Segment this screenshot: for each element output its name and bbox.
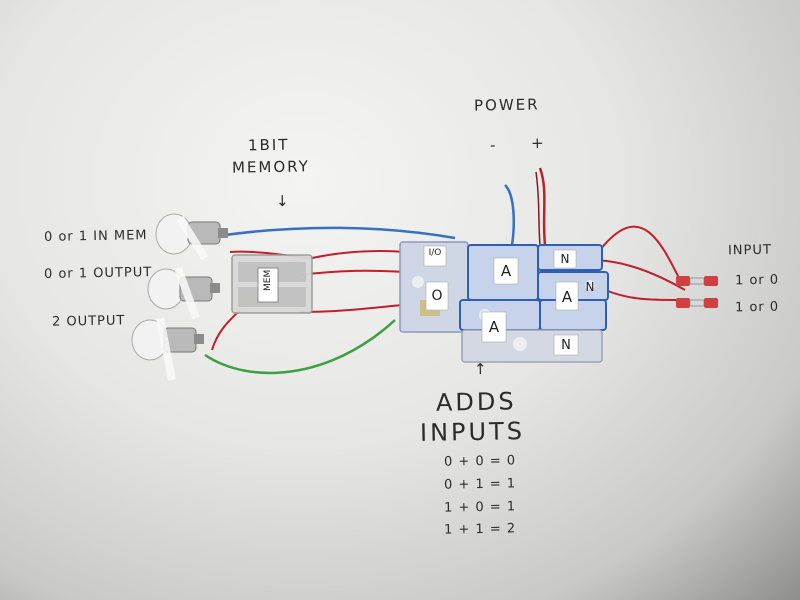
label-input-opt2: 1 or 0 xyxy=(734,299,780,316)
label-memory-arrow: ↓ xyxy=(275,191,291,211)
label-adds: ADDS xyxy=(435,387,517,417)
label-memory-line1: 1BIT xyxy=(247,135,290,155)
input-switch-1 xyxy=(676,276,718,286)
red-wire-mem-3 xyxy=(299,304,403,313)
input-wire-2 xyxy=(604,289,681,301)
label-memory-line2: MEMORY xyxy=(231,157,310,177)
tag-io: I/O xyxy=(428,248,442,258)
logic-block-grid xyxy=(399,241,609,363)
bulb-1 xyxy=(155,213,228,261)
label-input: INPUT xyxy=(727,242,772,259)
truth-row-4: 1 + 1 = 2 xyxy=(443,521,517,538)
red-wire-mem-2 xyxy=(299,269,406,276)
label-minus: - xyxy=(489,135,498,155)
tag-o: O xyxy=(431,288,443,304)
tag-a3: A xyxy=(488,318,500,336)
tag-n2: N xyxy=(585,280,595,294)
label-power: POWER xyxy=(473,95,540,115)
blue-wire-bulb xyxy=(224,226,456,240)
bulb-3 xyxy=(131,317,204,381)
label-adds-arrow: ↑ xyxy=(473,359,489,379)
input-switch-2 xyxy=(676,298,718,308)
tag-a2: A xyxy=(561,288,573,306)
tag-a1: A xyxy=(500,262,512,280)
memory-block xyxy=(231,254,313,314)
red-wire-bulb3 xyxy=(211,309,241,351)
bulb-2 xyxy=(147,266,220,320)
truth-row-2: 0 + 1 = 1 xyxy=(443,476,517,493)
truth-row-1: 0 + 0 = 0 xyxy=(443,453,517,470)
green-wire xyxy=(204,319,396,375)
tag-n1: N xyxy=(560,252,570,266)
label-row-2-output: 2 OUTPUT xyxy=(51,313,126,330)
tag-n3: N xyxy=(561,338,571,353)
label-input-opt1: 1 or 0 xyxy=(734,272,780,289)
input-wire-1 xyxy=(599,225,681,281)
label-row-output: 0 or 1 OUTPUT xyxy=(43,265,153,282)
label-plus: + xyxy=(530,133,546,153)
power-plus-lead-2 xyxy=(535,171,541,246)
power-minus-lead xyxy=(504,184,515,246)
label-inputs: INPUTS xyxy=(419,417,526,447)
label-row-in-mem: 0 or 1 IN MEM xyxy=(43,228,148,245)
power-plus-lead xyxy=(538,167,547,246)
tag-mem: MEM xyxy=(263,269,273,291)
truth-row-3: 1 + 0 = 1 xyxy=(443,499,517,516)
